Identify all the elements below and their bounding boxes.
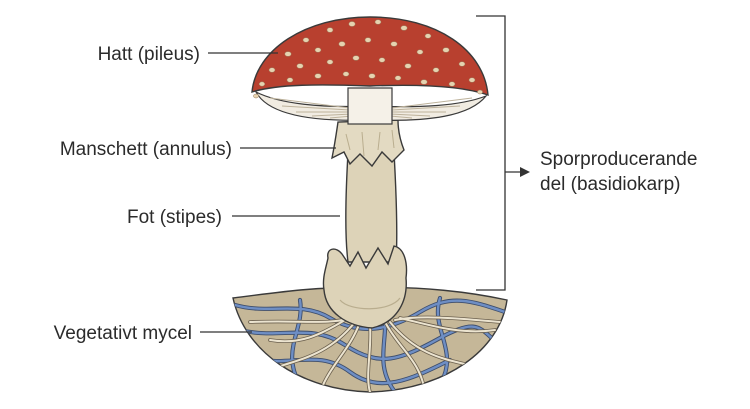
- fruiting-body-bracket: [476, 15, 530, 291]
- ring-label: Manschett (annulus): [60, 139, 232, 160]
- stem-label: Fot (stipes): [127, 207, 222, 228]
- ring-annulus: [331, 119, 405, 168]
- stem-base-volva: [322, 245, 408, 329]
- arrow-right-icon: [520, 167, 530, 177]
- mycelium-label: Vegetativt mycel: [54, 323, 192, 344]
- fruiting-body-label-line1: Sporproducerande: [540, 149, 697, 170]
- fruiting-body-label-line2: del (basidiokarp): [540, 174, 680, 195]
- cap-label: Hatt (pileus): [98, 44, 200, 65]
- cap-pileus: [251, 16, 489, 99]
- cap-gills: [254, 87, 488, 125]
